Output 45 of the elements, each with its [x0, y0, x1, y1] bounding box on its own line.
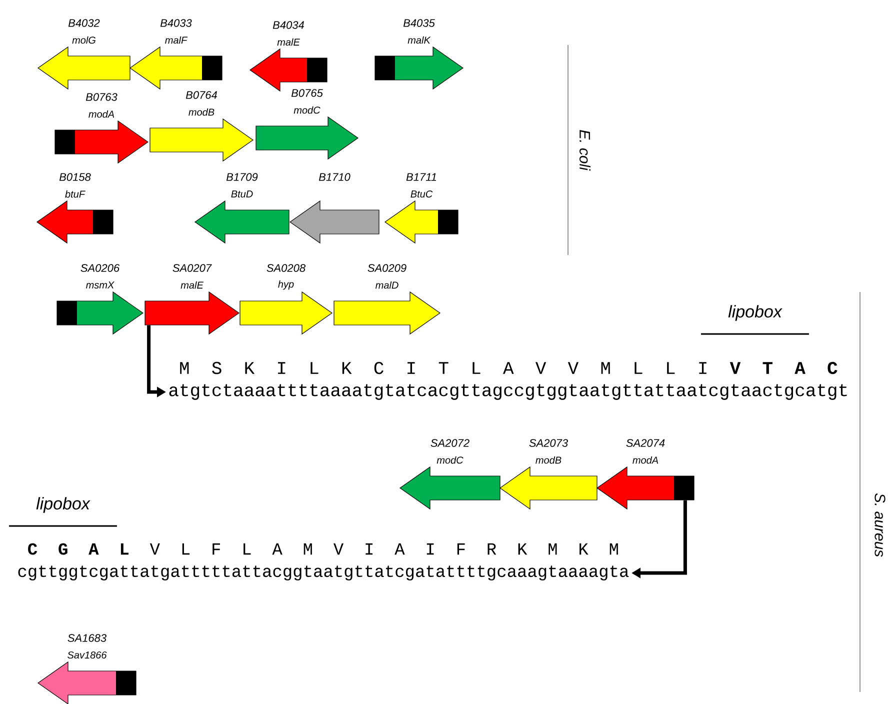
gene-id: B0763 — [86, 93, 118, 101]
gene-name: modA — [632, 456, 658, 464]
gene-id: SA2073 — [529, 439, 568, 447]
gene-id: B4034 — [272, 21, 304, 29]
gene-name: malE — [180, 281, 204, 289]
gene-name: modC — [436, 456, 464, 464]
gene-name: Sav1866 — [68, 651, 107, 659]
gene-id: B1709 — [226, 173, 258, 181]
gene-id: B1711 — [406, 173, 436, 181]
dna-sequence: cgttggtcgattatgatttttattacggtaatgttatcgatattttgcaaagtaaaagta — [18, 566, 629, 580]
gene-id: B1710 — [318, 173, 350, 181]
lipobox-label: lipobox — [9, 497, 117, 527]
gene-name: modB — [188, 108, 214, 116]
gene-name: msmX — [86, 282, 114, 288]
gene-name: hyp — [278, 280, 294, 290]
dna-sequence: atgtctaaaattttaaaatgtatcacgttagccgtggtaatgttattaatcgtaactgcatgt — [169, 384, 847, 400]
gene-id: SA1683 — [68, 634, 106, 642]
gene-name: BtuC — [410, 190, 433, 198]
gene-id: SA2072 — [430, 439, 470, 447]
gene-id: B0158 — [59, 173, 91, 181]
gene-name: modA — [88, 110, 114, 118]
gene-id: B4032 — [68, 19, 100, 27]
gene-name: malF — [165, 36, 188, 44]
lipobox-label: lipobox — [701, 305, 809, 335]
gene-name: btuF — [65, 190, 86, 198]
gene-id: SA0207 — [172, 264, 212, 272]
gene-name: malE — [277, 38, 300, 46]
gene-name: malK — [408, 36, 431, 44]
gene-name: modC — [294, 106, 320, 114]
gene-id: B0765 — [291, 89, 323, 97]
gene-id: SA0206 — [80, 264, 120, 272]
gene-name: modB — [536, 456, 562, 464]
protein-sequence: C G A L V L F L A M V I A I F R K M K M — [28, 543, 618, 555]
gene-name: malD — [376, 281, 398, 289]
gene-id: B0764 — [186, 91, 217, 99]
gene-id: B4033 — [160, 19, 192, 27]
gene-id: SA0209 — [368, 264, 406, 272]
gene-id: SA2074 — [626, 439, 665, 447]
gene-id: SA0208 — [266, 264, 306, 272]
gene-id: B4035 — [403, 19, 435, 27]
gene-name: molG — [72, 36, 96, 44]
species-label: E. coli — [580, 130, 591, 171]
protein-sequence: M S K I L K C I T L A V V M L L I V T A C — [180, 362, 838, 374]
species-label: S. aureus — [874, 493, 886, 557]
gene-name: BtuD — [231, 190, 253, 198]
